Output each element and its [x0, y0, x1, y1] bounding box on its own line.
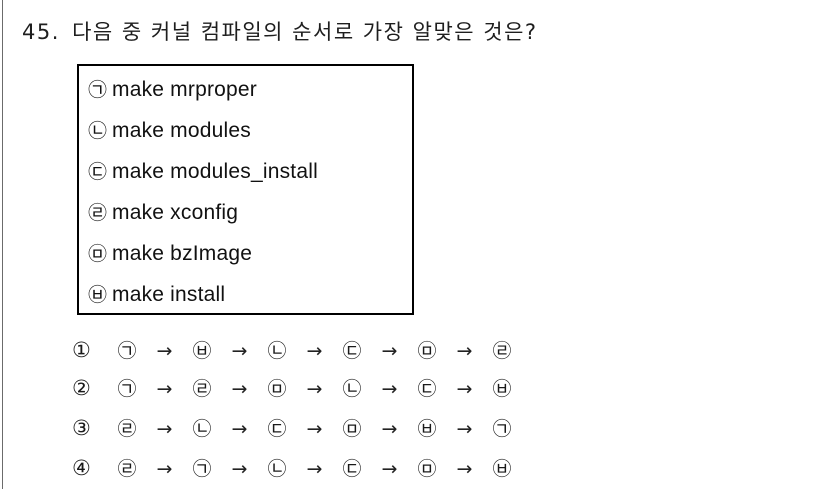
arrow-icon: →	[381, 340, 398, 362]
circled-rieul-marker: ㉣	[88, 202, 108, 224]
step: ㉠	[117, 340, 137, 362]
step: ㉡	[192, 418, 212, 440]
answer-choice-3[interactable]: ③ ㉣ → ㉡ → ㉢ → ㉤ → ㉥ → ㉠	[72, 413, 517, 443]
arrow-icon: →	[381, 458, 398, 480]
arrow-icon: →	[231, 340, 248, 362]
step: ㉢	[342, 340, 362, 362]
answer-choice-1[interactable]: ① ㉠ → ㉥ → ㉡ → ㉢ → ㉤ → ㉣	[72, 335, 517, 365]
step: ㉤	[417, 340, 437, 362]
arrow-icon: →	[456, 378, 473, 400]
step: ㉣	[117, 458, 137, 480]
arrow-icon: →	[456, 340, 473, 362]
step: ㉣	[192, 378, 212, 400]
answer-choice-2[interactable]: ② ㉠ → ㉣ → ㉤ → ㉡ → ㉢ → ㉥	[72, 373, 517, 403]
step: ㉢	[342, 458, 362, 480]
step: ㉥	[492, 458, 512, 480]
command-text: make install	[112, 283, 226, 306]
step: ㉥	[417, 418, 437, 440]
arrow-icon: →	[306, 378, 323, 400]
step: ㉠	[117, 378, 137, 400]
step: ㉣	[117, 418, 137, 440]
choice-number: ①	[72, 338, 91, 362]
choice-number: ③	[72, 416, 91, 440]
answer-choice-4[interactable]: ④ ㉣ → ㉠ → ㉡ → ㉢ → ㉤ → ㉥	[72, 453, 517, 483]
circled-nieun-marker: ㉡	[88, 120, 108, 142]
command-text: make modules_install	[112, 160, 318, 183]
arrow-icon: →	[306, 418, 323, 440]
arrow-icon: →	[456, 458, 473, 480]
step: ㉤	[417, 458, 437, 480]
step: ㉤	[267, 378, 287, 400]
circled-bieup-marker: ㉥	[88, 284, 108, 306]
arrow-icon: →	[231, 378, 248, 400]
step: ㉣	[492, 340, 512, 362]
step: ㉠	[192, 458, 212, 480]
question-number: 45.	[22, 20, 60, 44]
arrow-icon: →	[456, 418, 473, 440]
step: ㉠	[492, 418, 512, 440]
circled-mieum-marker: ㉤	[88, 243, 108, 265]
command-text: make bzImage	[112, 242, 253, 265]
command-text: make xconfig	[112, 201, 239, 224]
arrow-icon: →	[381, 418, 398, 440]
step: ㉥	[492, 378, 512, 400]
command-text: make modules	[112, 119, 251, 142]
arrow-icon: →	[306, 340, 323, 362]
arrow-icon: →	[156, 340, 173, 362]
step: ㉡	[267, 458, 287, 480]
step: ㉡	[342, 378, 362, 400]
arrow-icon: →	[381, 378, 398, 400]
choice-number: ④	[72, 456, 91, 480]
arrow-icon: →	[231, 458, 248, 480]
step: ㉢	[417, 378, 437, 400]
arrow-icon: →	[156, 418, 173, 440]
question-stem: 45. 다음 중 커널 컴파일의 순서로 가장 알맞은 것은?	[22, 16, 538, 46]
arrow-icon: →	[156, 458, 173, 480]
left-margin-rule	[2, 0, 3, 489]
circled-giyeok-marker: ㉠	[88, 79, 108, 101]
circled-digeut-marker: ㉢	[88, 161, 108, 183]
step: ㉡	[267, 340, 287, 362]
step: ㉤	[342, 418, 362, 440]
step: ㉥	[192, 340, 212, 362]
choice-number: ②	[72, 376, 91, 400]
question-text: 다음 중 커널 컴파일의 순서로 가장 알맞은 것은?	[72, 20, 538, 44]
arrow-icon: →	[156, 378, 173, 400]
arrow-icon: →	[231, 418, 248, 440]
step: ㉢	[267, 418, 287, 440]
command-text: make mrproper	[112, 78, 257, 101]
arrow-icon: →	[306, 458, 323, 480]
